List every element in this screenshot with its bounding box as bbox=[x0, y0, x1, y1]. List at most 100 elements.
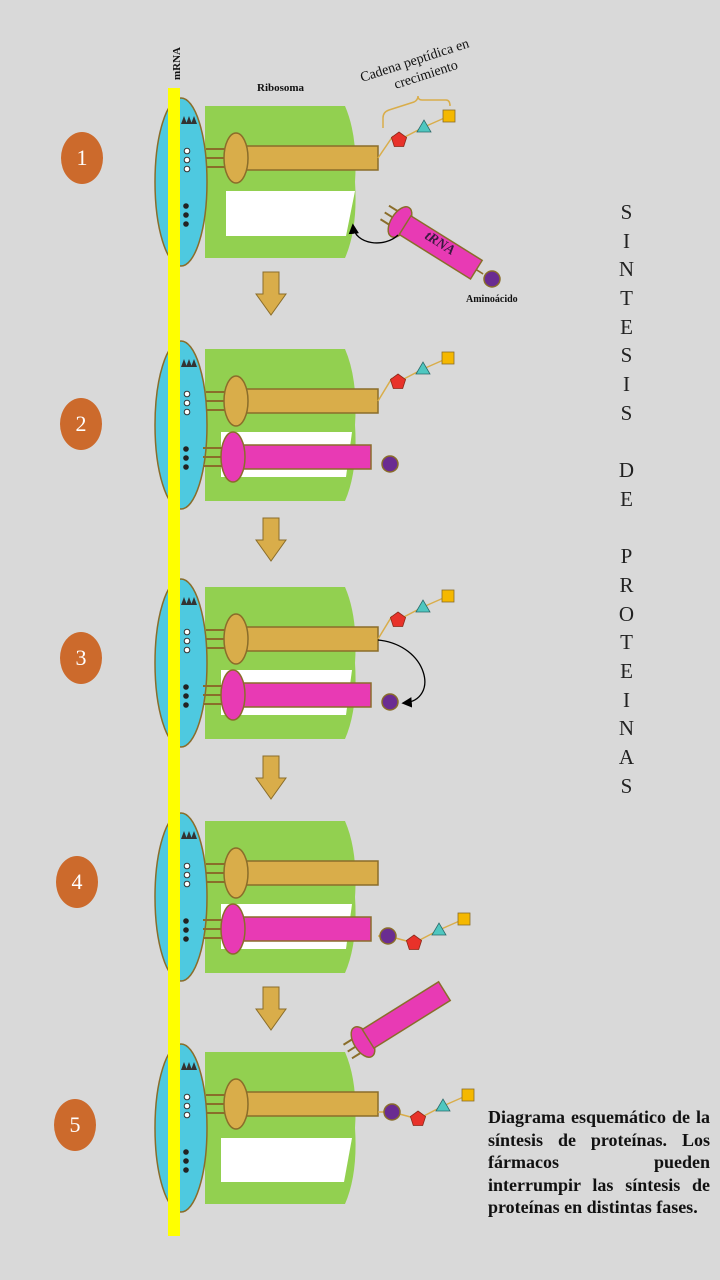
caption: Diagrama esquemático de la síntesis de p… bbox=[488, 1107, 710, 1217]
triangle-icon bbox=[415, 599, 431, 613]
aminoacyl-trna-head bbox=[220, 669, 246, 721]
peptidyl-trna-head bbox=[223, 613, 249, 665]
codon-mark bbox=[183, 203, 189, 209]
codon-mark bbox=[183, 212, 189, 218]
codon-mark bbox=[183, 693, 189, 699]
codon-mark bbox=[183, 147, 191, 155]
codon-mark bbox=[181, 116, 187, 124]
codon-mark bbox=[186, 359, 192, 367]
down-arrow-icon bbox=[255, 986, 287, 1031]
step-badge-2: 2 bbox=[60, 398, 102, 450]
down-arrow-icon bbox=[255, 517, 287, 562]
side-title-letter: I bbox=[623, 372, 631, 397]
ribosome-a-site bbox=[226, 191, 355, 236]
chain-bond bbox=[377, 615, 393, 640]
pentagon-icon bbox=[390, 131, 408, 147]
amino-acid-label: Aminoácido bbox=[466, 294, 518, 305]
amino-acid-circle bbox=[483, 270, 501, 288]
side-title-letter: N bbox=[618, 257, 636, 282]
side-title-letter: S bbox=[620, 200, 634, 224]
codon-mark bbox=[183, 702, 189, 708]
peptidyl-trna-head bbox=[223, 1078, 249, 1130]
step-badge-5: 5 bbox=[54, 1099, 96, 1151]
side-title-letter: P bbox=[620, 544, 634, 569]
codon-mark bbox=[183, 221, 189, 227]
step-badge-3: 3 bbox=[60, 632, 102, 684]
square-icon bbox=[457, 912, 471, 926]
triangle-icon bbox=[435, 1098, 451, 1112]
pentagon-icon bbox=[409, 1110, 427, 1126]
codon-mark bbox=[183, 880, 191, 888]
ribosome-small-subunit bbox=[154, 340, 208, 510]
circle-icon bbox=[381, 693, 399, 711]
peptidyl-trna-head bbox=[223, 132, 249, 184]
codon-mark bbox=[183, 446, 189, 452]
ribosome-small-subunit bbox=[154, 1043, 208, 1213]
aminoacyl-trna-head bbox=[220, 903, 246, 955]
ribosome-label: Ribosoma bbox=[257, 82, 305, 94]
codon-mark bbox=[183, 927, 189, 933]
codon-mark bbox=[181, 359, 187, 367]
peptidyl-trna-head bbox=[223, 375, 249, 427]
codon-mark bbox=[191, 1062, 197, 1070]
codon-mark bbox=[183, 455, 189, 461]
side-title-letter bbox=[612, 428, 642, 457]
growing-chain-label: Cadena peptídica en crecimiento bbox=[359, 35, 480, 102]
down-arrow-icon bbox=[255, 755, 287, 800]
codon-mark bbox=[183, 1167, 189, 1173]
codon-mark bbox=[183, 936, 189, 942]
side-title-letter: T bbox=[620, 630, 634, 655]
codon-mark bbox=[183, 390, 191, 398]
incoming-trna: tRNA bbox=[348, 204, 501, 288]
side-title-letter: S bbox=[620, 400, 634, 425]
codon-mark bbox=[181, 597, 187, 605]
codon-mark bbox=[183, 399, 191, 407]
codon-mark bbox=[191, 116, 197, 124]
codon-mark bbox=[183, 464, 189, 470]
codon-mark bbox=[183, 408, 191, 416]
peptidyl-trna-body bbox=[241, 145, 379, 171]
side-title-letter: I bbox=[623, 228, 631, 253]
codon-mark bbox=[186, 1062, 192, 1070]
chain-bond bbox=[377, 135, 394, 159]
curved-arrow-icon bbox=[377, 639, 426, 708]
ribosome-a-site bbox=[221, 1138, 352, 1182]
mrna-strand bbox=[168, 88, 180, 1236]
curved-arrow-icon bbox=[348, 223, 399, 244]
pentagon-icon bbox=[389, 373, 407, 389]
ribosome-small-subunit bbox=[154, 578, 208, 748]
mrna-label: mRNA bbox=[171, 47, 183, 80]
codon-mark bbox=[191, 831, 197, 839]
side-title-letter: E bbox=[620, 314, 634, 339]
side-title-letter: R bbox=[619, 572, 635, 597]
chain-bond bbox=[377, 377, 393, 402]
aminoacyl-trna-body bbox=[238, 916, 372, 942]
codon-mark bbox=[183, 156, 191, 164]
codon-mark bbox=[191, 597, 197, 605]
peptidyl-trna-head bbox=[223, 847, 249, 899]
side-title-letter: S bbox=[620, 343, 634, 368]
ribosome-small-subunit bbox=[154, 97, 208, 267]
codon-mark bbox=[183, 918, 189, 924]
side-title-letter: S bbox=[620, 773, 634, 798]
side-title-letter bbox=[612, 514, 642, 543]
codon-mark bbox=[183, 862, 191, 870]
square-icon bbox=[442, 109, 456, 123]
codon-mark bbox=[183, 1093, 191, 1101]
side-title-letter: O bbox=[618, 601, 636, 626]
chain-bracket bbox=[382, 95, 451, 128]
codon-mark bbox=[186, 597, 192, 605]
side-title-letter: A bbox=[618, 745, 636, 770]
codon-mark bbox=[183, 1149, 189, 1155]
side-title-letter: E bbox=[620, 486, 634, 511]
codon-mark bbox=[186, 831, 192, 839]
side-title-letter: N bbox=[618, 716, 636, 741]
side-title-letter: T bbox=[620, 286, 634, 311]
codon-mark bbox=[191, 359, 197, 367]
circle-icon bbox=[379, 927, 397, 945]
pentagon-icon bbox=[405, 934, 423, 950]
triangle-icon bbox=[416, 119, 432, 133]
aminoacyl-trna-body bbox=[238, 682, 372, 708]
